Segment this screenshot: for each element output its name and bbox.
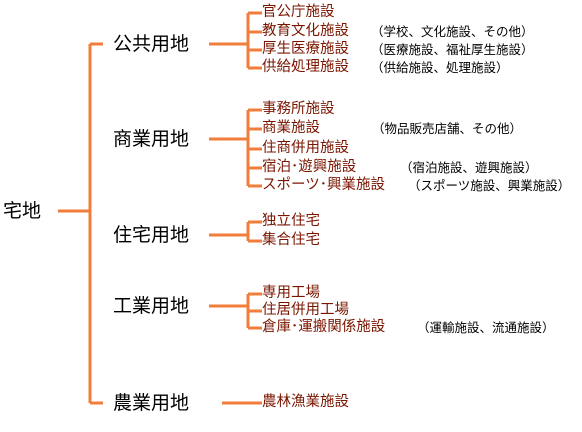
item-lodging-amusement: 宿泊･遊興施設 bbox=[262, 159, 357, 175]
category-public: 公共用地 bbox=[113, 33, 190, 55]
item-residential-factory: 住居併用工場 bbox=[262, 302, 349, 318]
item-supply-processing: 供給処理施設 bbox=[262, 59, 349, 75]
item-education-culture: 教育文化施設 bbox=[262, 23, 349, 39]
item-commercial-facility: 商業施設 bbox=[262, 120, 320, 136]
item-mixed-commercial: 住商併用施設 bbox=[262, 140, 349, 156]
item-warehouse-transport: 倉庫･運搬関係施設 bbox=[262, 319, 386, 335]
item-note: （運輸施設、流通施設） bbox=[417, 320, 555, 335]
item-note: （学校、文化施設、その他） bbox=[371, 24, 534, 39]
item-welfare-medical: 厚生医療施設 bbox=[262, 41, 349, 57]
item-dedicated-factory: 専用工場 bbox=[262, 285, 320, 301]
category-agricultural: 農業用地 bbox=[113, 392, 190, 414]
item-note: （供給施設、処理施設） bbox=[371, 60, 509, 75]
category-commercial: 商業用地 bbox=[113, 128, 190, 150]
item-government-facility: 官公庁施設 bbox=[262, 4, 335, 20]
item-collective-housing: 集合住宅 bbox=[262, 232, 320, 248]
item-note: （宿泊施設、遊興施設） bbox=[400, 160, 538, 175]
category-industrial: 工業用地 bbox=[113, 295, 190, 317]
item-note: （物品販売店舗、その他） bbox=[372, 121, 523, 136]
root-label: 宅地 bbox=[3, 200, 42, 222]
item-sports-entertainment: スポーツ･興業施設 bbox=[262, 177, 385, 193]
category-residential: 住宅用地 bbox=[113, 224, 190, 246]
item-note: （医療施設、福祉厚生施設） bbox=[371, 42, 534, 57]
item-agriculture-forestry-fishery: 農林漁業施設 bbox=[262, 394, 349, 410]
item-office: 事務所施設 bbox=[262, 101, 335, 117]
item-detached-house: 独立住宅 bbox=[262, 213, 320, 229]
item-note: （スポーツ施設、興業施設） bbox=[408, 178, 571, 193]
